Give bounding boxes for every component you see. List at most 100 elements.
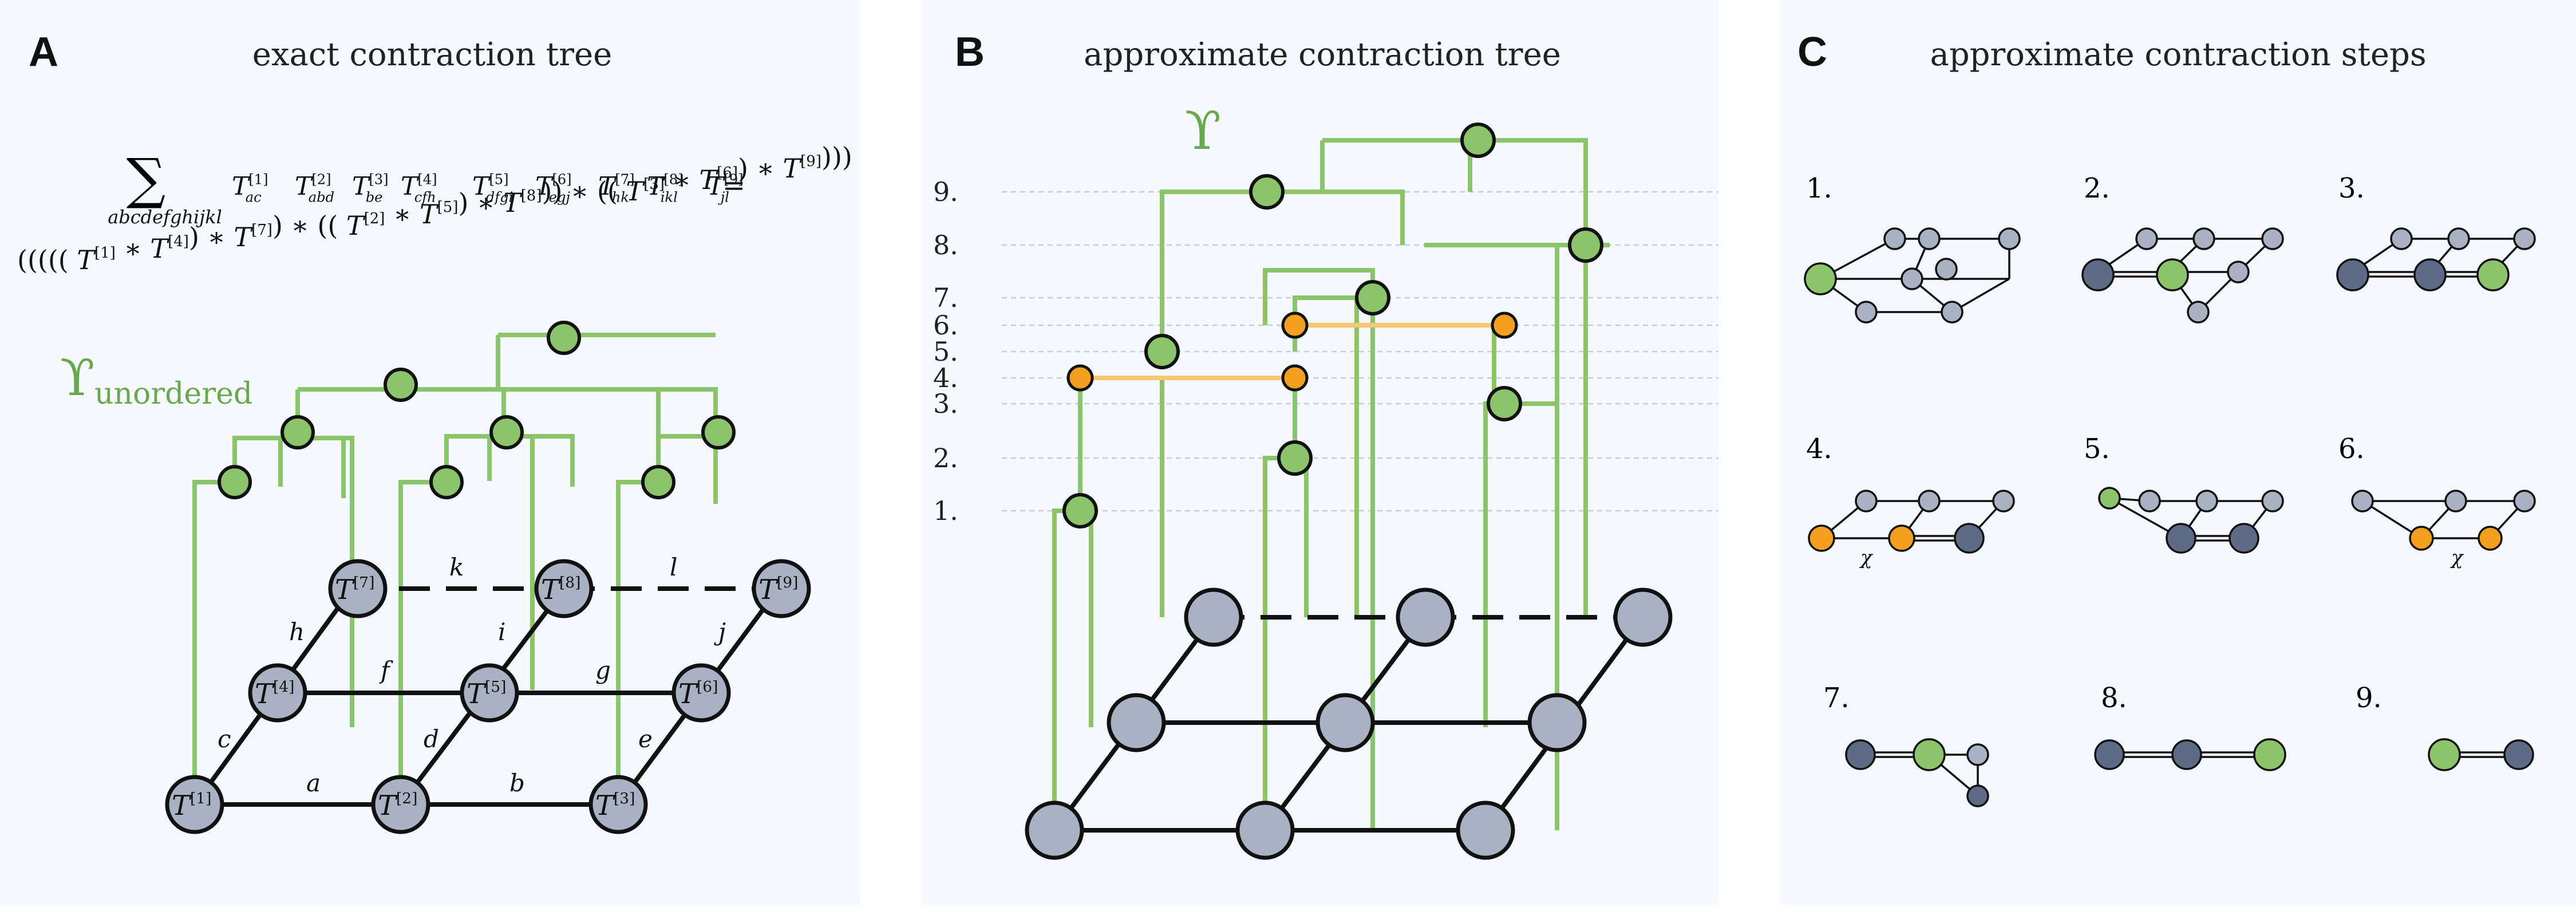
- edge-label-k: k: [449, 553, 464, 581]
- upsilon-symbol-b: ϒ: [1185, 100, 1221, 161]
- tensor-node: [534, 559, 594, 618]
- panel-a-title: exact contraction tree: [252, 36, 613, 73]
- step-node: [2138, 490, 2161, 512]
- step-label-4: 4.: [1806, 433, 1832, 465]
- step-node: [2156, 258, 2189, 291]
- tree-node: [218, 465, 252, 499]
- step-node: [2195, 490, 2218, 512]
- step-axis-label: 4.: [933, 362, 958, 393]
- step-node: [1941, 301, 1963, 324]
- tree-node-step-7: [1355, 280, 1390, 316]
- step-node: [2513, 490, 2536, 512]
- tree-node: [641, 465, 675, 499]
- sum-term: T[1]ac: [232, 172, 268, 206]
- approx-tree-nodes: [1062, 123, 1603, 529]
- panel-b-title: approximate contraction tree: [1084, 36, 1561, 73]
- edge-label-e: e: [638, 725, 653, 753]
- tree-node: [489, 415, 524, 449]
- tensor-node: [1184, 587, 1243, 647]
- tree-node: [280, 415, 315, 449]
- step-node: [2351, 490, 2374, 512]
- sum-indices: abcdefghijkl: [108, 206, 222, 228]
- step-8-graph: [2094, 738, 2286, 771]
- orange-node: [1281, 311, 1309, 339]
- edge-label-f: f: [379, 656, 393, 684]
- orange-node: [1066, 364, 1094, 392]
- nested-expr-line: ((((( T[1] ∗ T[4]) ∗ T[7]) ∗ (( T[2] ∗ T…: [17, 141, 852, 275]
- step-node: [1888, 525, 1915, 552]
- sum-symbol: ∑: [127, 147, 166, 211]
- edge-label-b: b: [509, 769, 525, 797]
- edge-label-d: d: [424, 725, 439, 753]
- step-node: [2227, 261, 2250, 283]
- tree-node-step-3: [1487, 386, 1522, 421]
- tensor-node: [1456, 800, 1515, 860]
- step-node: [2413, 258, 2447, 291]
- upsilon-symbol: ϒ: [60, 348, 94, 407]
- step-label-6: 6.: [2338, 433, 2365, 465]
- tensor-node: [671, 663, 731, 723]
- step-label-1: 1.: [1806, 172, 1832, 204]
- step-axis-label: 2.: [933, 443, 958, 474]
- step-grid: 9.8.7.6.5.4.3.2.1.: [933, 176, 1718, 526]
- step-axis-label: 8.: [933, 230, 958, 261]
- step-node: [2261, 490, 2284, 512]
- chi-label-4: χ: [1859, 546, 1874, 569]
- step-7-graph: [1845, 738, 1989, 807]
- panel-b-label: B: [955, 29, 985, 75]
- step-node: [2390, 227, 2413, 250]
- tree-node: [384, 368, 418, 402]
- step-node: [2192, 227, 2215, 250]
- tree-root-node-b: [1460, 123, 1496, 158]
- step-node: [2081, 258, 2115, 291]
- step-node: [1804, 262, 1837, 295]
- step-5-graph: [2098, 487, 2284, 554]
- step-1-graph: [1804, 227, 2021, 324]
- step-node: [2447, 227, 2470, 250]
- step-3-graph: [2336, 227, 2536, 291]
- tree-root-node: [547, 321, 581, 355]
- tensor-node: [1315, 693, 1375, 752]
- tree-node-step-8: [1568, 227, 1603, 263]
- step-node: [1845, 739, 1876, 770]
- step-node: [2171, 739, 2202, 770]
- step-node: [2229, 523, 2259, 554]
- edge-label-a: a: [306, 769, 321, 797]
- panel-c-label: C: [1797, 29, 1827, 75]
- step-node: [1954, 523, 1985, 554]
- step-axis-label: 7.: [933, 282, 958, 313]
- panel-b-svg: B approximate contraction tree 9.8.7.6.5…: [933, 29, 1718, 860]
- step-node: [2098, 487, 2121, 510]
- edge-label-l: l: [670, 553, 677, 581]
- lattice-edges-a: [192, 586, 781, 807]
- edge-label-h: h: [289, 618, 305, 646]
- step-9-graph: [2428, 738, 2534, 771]
- step-label-7: 7.: [1823, 682, 1850, 714]
- step-node: [2478, 526, 2503, 551]
- tensor-node: [1025, 800, 1084, 860]
- panel-a: A exact contraction tree ∑ abcdefghijkl …: [0, 0, 860, 905]
- step-label-5: 5.: [2084, 433, 2110, 465]
- tensor-node: [1107, 693, 1166, 752]
- panel-c: C approximate contraction steps 1. 2. 3.…: [1780, 0, 2576, 905]
- step-6-graph: χ: [2351, 490, 2536, 569]
- tensor-node: [165, 775, 224, 834]
- step-node: [1855, 490, 1878, 512]
- edge-label-i: i: [498, 618, 505, 646]
- tensor-node: [460, 663, 519, 723]
- step-4-graph: χ: [1808, 490, 2015, 569]
- panel-a-svg: A exact contraction tree ∑ abcdefghijkl …: [17, 29, 852, 834]
- tensor-node: [371, 775, 430, 834]
- step-node: [2187, 301, 2210, 324]
- step-node: [1901, 267, 1923, 290]
- step-labels: 1. 2. 3. 4. 5. 6. 7. 8. 9.: [1806, 172, 2382, 714]
- step-axis-label: 5.: [933, 336, 958, 367]
- tree-node: [429, 465, 464, 499]
- step-node: [2444, 490, 2467, 512]
- tensor-node: [1235, 800, 1295, 860]
- step-node: [1966, 784, 1989, 807]
- step-node: [2166, 523, 2196, 554]
- tensor-node: [248, 663, 307, 723]
- tensor-node: [1527, 693, 1587, 752]
- step-axis-label: 1.: [933, 495, 958, 526]
